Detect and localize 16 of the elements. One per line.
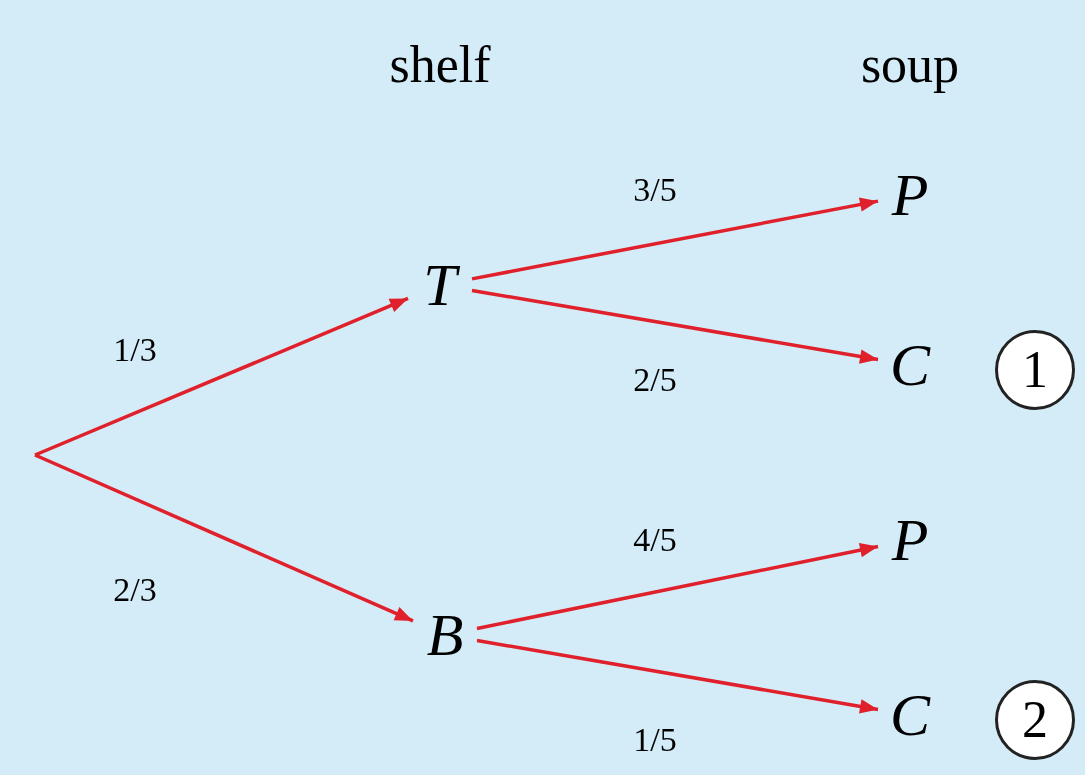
column-heading: soup — [860, 39, 960, 91]
circled-number: 2 — [995, 680, 1075, 760]
outcome-label: B — [413, 603, 477, 667]
arrow — [471, 288, 879, 364]
outcome-label: P — [878, 163, 942, 227]
arrow — [476, 638, 879, 714]
arrow — [34, 453, 414, 623]
outcome-label: T — [408, 253, 472, 317]
column-heading: shelf — [389, 39, 491, 91]
outcome-label: C — [878, 333, 942, 397]
arrow — [476, 543, 879, 631]
circled-number: 1 — [995, 330, 1075, 410]
outcome-label: C — [878, 683, 942, 747]
arrow — [471, 197, 879, 281]
outcome-label: P — [878, 508, 942, 572]
arrow — [34, 296, 409, 457]
